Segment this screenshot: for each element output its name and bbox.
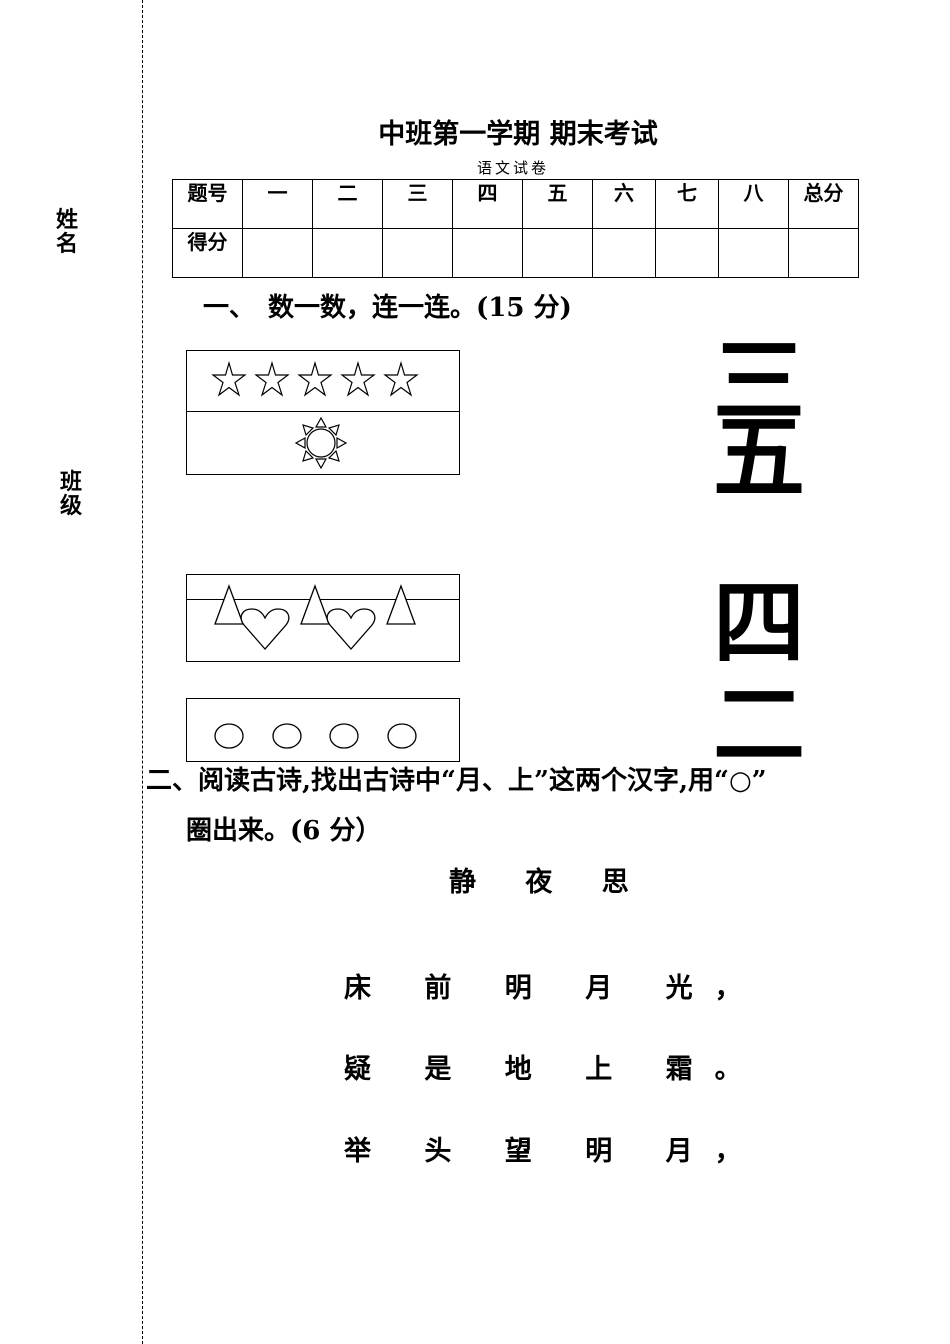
section1-heading: 一、 数一数，连一连。(15 分) <box>203 293 572 323</box>
table-cell: 四 <box>452 179 523 229</box>
page-subtitle: 语文试卷 <box>476 159 549 177</box>
sun-icon <box>294 416 347 469</box>
poem-line: 床 前 明 月 光， <box>344 973 764 1004</box>
numeral-four: 四 <box>713 570 806 677</box>
box-divider <box>187 599 459 600</box>
stars-sun-box <box>186 350 460 475</box>
table-cell: 总分 <box>788 179 859 229</box>
circle-icon <box>328 722 359 749</box>
poem-line: 举 头 望 明 月， <box>344 1136 764 1167</box>
score-cell[interactable] <box>655 228 719 278</box>
triangle-icon <box>385 583 416 625</box>
score-cell[interactable] <box>382 228 453 278</box>
triangle-icon <box>299 583 330 625</box>
circles-drawing <box>213 722 417 749</box>
numeral-five: 五 <box>713 404 806 511</box>
table-cell: 三 <box>382 179 453 229</box>
table-cell: 八 <box>718 179 789 229</box>
section2-heading-continued: 圈出来。(6 分） <box>186 816 382 846</box>
circle-icon <box>271 722 302 749</box>
class-label: 班级 <box>59 469 82 519</box>
score-table-header-row: 题号 一 二 三 四 五 六 七 八 总分 <box>172 179 859 229</box>
table-cell: 六 <box>592 179 656 229</box>
stars-sun-drawing <box>210 360 419 469</box>
name-label: 姓名 <box>55 207 78 257</box>
circles-box <box>186 698 460 762</box>
poem-line: 疑 是 地 上 霜。 <box>344 1054 764 1085</box>
score-table: 题号 一 二 三 四 五 六 七 八 总分 得分 <box>172 179 859 278</box>
triangle-icon <box>213 583 244 625</box>
score-cell[interactable] <box>312 228 383 278</box>
star-icon <box>253 360 290 397</box>
heart-icon <box>326 607 375 650</box>
table-cell: 二 <box>312 179 383 229</box>
table-cell: 五 <box>522 179 593 229</box>
star-icon <box>339 360 376 397</box>
table-cell: 一 <box>242 179 313 229</box>
table-cell: 得分 <box>172 228 243 278</box>
score-cell[interactable] <box>242 228 313 278</box>
binding-dashed-line <box>142 0 143 1344</box>
score-table-score-row: 得分 <box>172 228 859 278</box>
poem-title: 静 夜 思 <box>449 867 649 898</box>
table-cell: 七 <box>655 179 719 229</box>
page-title: 中班第一学期 期末考试 <box>378 119 658 150</box>
star-icon <box>210 360 247 397</box>
triangles-hearts-drawing <box>213 583 416 650</box>
score-cell[interactable] <box>592 228 656 278</box>
star-icon <box>382 360 419 397</box>
score-cell[interactable] <box>452 228 523 278</box>
triangles-hearts-box <box>186 574 460 662</box>
star-icon <box>296 360 333 397</box>
heart-icon <box>240 607 289 650</box>
box-divider <box>187 411 459 412</box>
circle-icon <box>386 722 417 749</box>
numeral-two: 二 <box>713 672 806 779</box>
score-cell[interactable] <box>522 228 593 278</box>
table-cell: 题号 <box>172 179 243 229</box>
score-cell[interactable] <box>718 228 789 278</box>
score-cell[interactable] <box>788 228 859 278</box>
numeral-three: 三 <box>713 328 806 435</box>
section2-heading: 二、阅读古诗,找出古诗中“月、上”这两个汉字,用“○” <box>146 766 767 796</box>
circle-icon <box>213 722 244 749</box>
